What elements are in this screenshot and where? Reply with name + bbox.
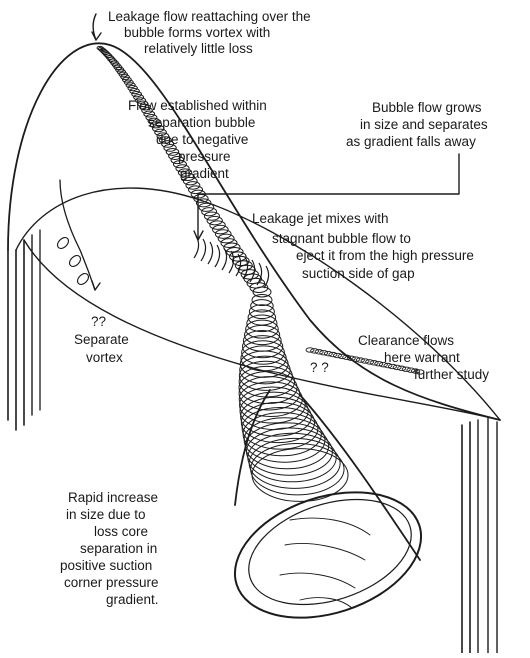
blade-left-edge [8, 230, 40, 430]
annotation-rapid-increase-line-4: separation in [80, 541, 157, 556]
jet-hatch [257, 263, 262, 285]
annotation-separate-vortex-line-3: vortex [86, 350, 123, 365]
annotation-flow-established: Flow established within separation bubbl… [128, 98, 267, 181]
annotation-leakage-jet-line-3: eject it from the high pressure [296, 248, 474, 263]
cone-spiral-rings [239, 295, 348, 502]
annotation-separate-vortex-line-2: Separate [74, 332, 129, 347]
annotation-separate-vortex: ?? Separate vortex [74, 314, 129, 365]
annotation-leakage-jet: Leakage jet mixes with stagnant bubble f… [252, 211, 474, 281]
annotation-rapid-increase-line-5: positive suction [60, 558, 152, 573]
annotation-leakage-jet-line-4: suction side of gap [302, 266, 415, 281]
vortex-coil [240, 356, 290, 384]
annotation-clearance-flows-line-3: further study [414, 367, 489, 382]
annotation-leakage-jet-line-1: Leakage jet mixes with [252, 211, 389, 226]
annotation-flow-established-line-4: pressure [178, 149, 231, 164]
annotation-rapid-increase-line-7: gradient. [106, 592, 159, 607]
annotation-leakage-reattach-line-3: relatively little loss [144, 41, 253, 56]
annotation-rapid-increase: Rapid increase in size due to loss core … [60, 490, 159, 607]
jet-hatch [215, 245, 220, 267]
vortex-coil [189, 186, 203, 194]
jet-hatch [208, 242, 213, 264]
annotation-bubble-grows-line-1: Bubble flow grows [372, 100, 482, 115]
annotation-bubble-grows-line-2: in size and separates [360, 117, 488, 132]
vortex-coil [166, 148, 179, 155]
jet-hatch [222, 248, 227, 270]
vortex-coil [199, 203, 214, 211]
annotation-rapid-increase-line-3: loss core [94, 524, 148, 539]
jet-hatch [201, 239, 206, 261]
blade-right-edge [462, 418, 497, 653]
jet-hatch [229, 251, 234, 273]
annotation-rapid-increase-line-6: corner pressure [64, 575, 159, 590]
annotation-separate-vortex-line-1: ?? [91, 314, 106, 329]
annotation-rapid-increase-line-1: Rapid increase [68, 490, 158, 505]
annotation-flow-established-line-1: Flow established within [128, 98, 267, 113]
annotation-bubble-grows: Bubble flow grows in size and separates … [346, 100, 488, 149]
annotation-flow-established-line-2: separation bubble [148, 115, 255, 130]
annotation-clearance-question-marks: ? ? [310, 360, 329, 375]
annotation-leakage-reattach-line-1: Leakage flow reattaching over the [108, 9, 311, 24]
annotation-bubble-grows-line-3: as gradient falls away [346, 134, 476, 149]
annotation-clearance-flows-line-2: here warrant [384, 350, 460, 365]
annotation-flow-established-line-3: due to negative [156, 132, 248, 147]
vortex-coil [247, 315, 277, 332]
annotation-rapid-increase-line-2: in size due to [66, 507, 146, 522]
vortex-coil [251, 443, 344, 494]
annotation-leakage-reattach-line-2: bubble forms vortex with [124, 25, 270, 40]
annotation-leakage-jet-line-2: stagnant bubble flow to [272, 231, 411, 246]
annotation-clearance-flows-line-1: Clearance flows [358, 333, 454, 348]
annotation-flow-established-line-5: gradient [180, 166, 229, 181]
vortex-coil [186, 182, 200, 190]
annotation-clearance-flows: Clearance flows here warrant further stu… [358, 333, 489, 382]
annotation-leakage-reattach: Leakage flow reattaching over the bubble… [108, 9, 311, 56]
